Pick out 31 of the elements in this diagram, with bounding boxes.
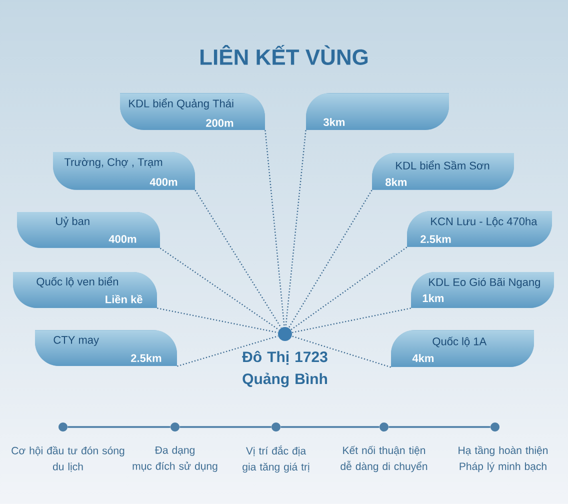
leaf-box: KDL Eo Gió Bãi Ngang 1km xyxy=(411,272,554,308)
dotted-line xyxy=(288,190,372,328)
caption-text: Vị trí đắc địa gia tăng giá trị xyxy=(242,445,310,473)
dotted-line xyxy=(177,336,278,367)
caption-text: Đa dạng mục đích sử dụng xyxy=(132,446,218,472)
title: LIÊN KẾT VÙNG xyxy=(200,45,368,65)
dotted-line xyxy=(157,308,278,334)
caption-text: Kết nối thuận tiện dễ dàng di chuyển xyxy=(340,446,428,472)
leaf-box: KDL biển Quảng Thái 200m xyxy=(120,93,265,130)
dotted-line xyxy=(290,246,408,330)
place-name: Đô Thị 1723 Quảng Bình xyxy=(242,350,328,388)
leaf-box: KDL biển Sầm Sơn 8km xyxy=(372,153,514,190)
leaf-box: Trường, Chợ , Trạm 400m xyxy=(53,152,195,190)
timeline-line xyxy=(388,426,490,428)
leaf-box: Quốc lộ 1A 4km xyxy=(391,330,534,367)
leaf-box: Quốc lộ ven biển Liền kề xyxy=(13,272,157,308)
timeline-line xyxy=(280,426,380,428)
caption-text: Cơ hội đầu tư đón sóng du lịch xyxy=(12,446,124,472)
dotted-line xyxy=(285,130,306,327)
timeline-line xyxy=(180,426,272,428)
leaf-box: KCN Lưu - Lộc 470ha 2.5km xyxy=(407,211,552,247)
dotted-line xyxy=(292,308,411,334)
timeline-line xyxy=(68,426,170,428)
dotted-line xyxy=(160,248,280,330)
leaf-box: Uỷ ban 400m xyxy=(17,212,160,248)
dotted-line xyxy=(194,190,282,328)
leaf-box: 3km xyxy=(306,93,449,130)
leaf-box: CTY may 2.5km xyxy=(35,330,177,366)
dotted-line xyxy=(292,336,391,368)
dotted-line xyxy=(264,130,285,327)
caption-text: Hạ tầng hoàn thiện Pháp lý minh bạch xyxy=(458,446,548,472)
